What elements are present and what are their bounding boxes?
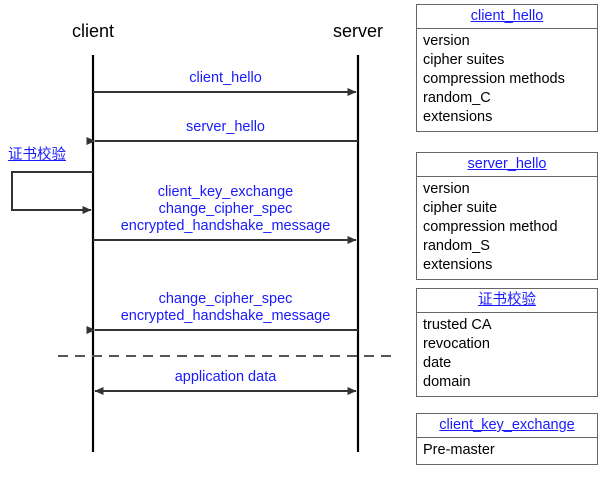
legend-box-cert-verify: 证书校验 trusted CA revocation date domain	[416, 288, 598, 398]
message-label-line: encrypted_handshake_message	[120, 307, 331, 324]
legend-box-client-key-exchange: client_key_exchange Pre-master	[416, 413, 598, 465]
legend-box-client-hello: client_hello version cipher suites compr…	[416, 4, 598, 133]
message-label-line: encrypted_handshake_message	[120, 217, 331, 234]
legend-item: domain	[423, 374, 471, 391]
legend-body: version cipher suite compression method …	[417, 177, 597, 280]
legend-item: random_C	[423, 90, 491, 107]
legend-item: cipher suite	[423, 199, 498, 216]
legend-title: client_hello	[417, 5, 597, 29]
legend-item: Pre-master	[423, 441, 495, 458]
legend-body: version cipher suites compression method…	[417, 29, 597, 132]
arrow-cert-verify-selfloop	[11, 171, 93, 214]
message-label-line: change_cipher_spec	[158, 200, 293, 217]
legend-item: compression methods	[423, 70, 565, 87]
message-label-client-hello: client_hello	[189, 70, 262, 86]
legend-body: trusted CA revocation date domain	[417, 313, 597, 397]
legend-item: version	[423, 32, 470, 49]
message-label-server-hello: server_hello	[186, 119, 265, 135]
message-label-line: client_key_exchange	[157, 184, 294, 200]
message-label-server-finished: change_cipher_spec encrypted_handshake_m…	[78, 291, 373, 325]
actor-label-client: client	[71, 21, 115, 41]
legend-title: server_hello	[417, 153, 597, 177]
message-label-cert-verify: 证书校验	[8, 147, 66, 163]
legend-box-server-hello: server_hello version cipher suite compre…	[416, 152, 598, 281]
legend-title: client_key_exchange	[417, 414, 597, 438]
legend-item: date	[423, 354, 452, 371]
message-label-application-data: application data	[174, 369, 277, 385]
actor-label-server: server	[332, 21, 383, 41]
legend-item: random_S	[423, 238, 490, 255]
legend-item: compression method	[423, 218, 558, 235]
message-label-client-key-exchange: client_key_exchange change_cipher_spec e…	[78, 184, 373, 234]
legend-item: extensions	[423, 257, 493, 274]
message-label-line: change_cipher_spec	[158, 291, 293, 307]
legend-item: trusted CA	[423, 316, 492, 333]
legend-item: cipher suites	[423, 51, 505, 68]
legend-body: Pre-master	[417, 438, 597, 464]
legend-item: extensions	[423, 109, 493, 126]
legend-item: revocation	[423, 335, 490, 352]
legend-title: 证书校验	[417, 289, 597, 313]
legend-item: version	[423, 180, 470, 197]
